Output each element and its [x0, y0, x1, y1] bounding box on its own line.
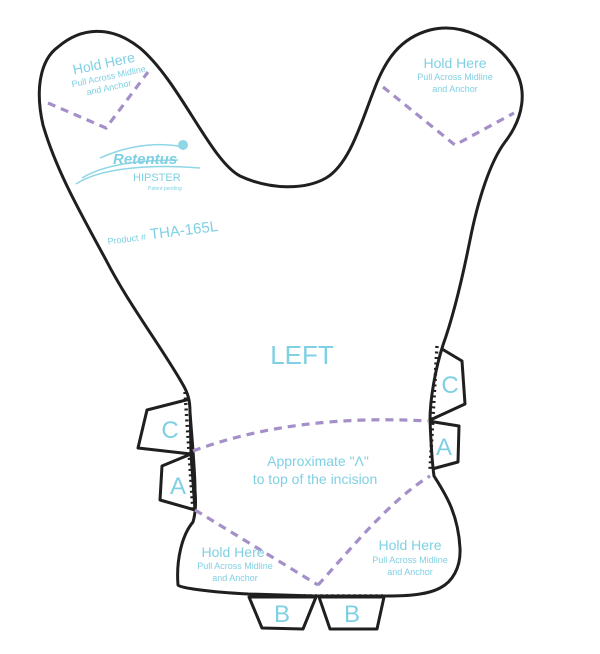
hold-label-top-right: Hold Here Pull Across Midline and Anchor	[417, 55, 493, 94]
hold-label-top-left: Hold Here Pull Across Midline and Anchor	[71, 49, 147, 98]
tab-left-c-letter: C	[161, 417, 178, 444]
logo-product-name: HIPSTER	[133, 172, 181, 184]
retentus-logo: Retentus HIPSTER Patent pending	[75, 140, 201, 192]
bottom-right-diagonal-dash	[316, 474, 431, 587]
instruction-line2: to top of the incision	[253, 471, 378, 487]
hold-line1: Pull Across Midline	[372, 555, 448, 565]
hold-line2: and Anchor	[212, 573, 258, 583]
side-label: LEFT	[270, 340, 334, 370]
hold-line2: and Anchor	[387, 567, 433, 577]
instruction-line1: Approximate "Λ"	[267, 453, 369, 469]
incision-arc-dash	[192, 418, 429, 453]
tab-left-a-letter: A	[170, 473, 186, 500]
tab-bottom-b-right-letter: B	[344, 601, 360, 628]
left-fold-line	[183, 391, 195, 513]
top-left-dash	[47, 71, 150, 130]
right-fold-line	[428, 345, 439, 471]
logo-swoosh-2	[81, 159, 179, 179]
logo-brand: Retentus	[113, 151, 177, 168]
hold-label-bottom-left: Hold Here Pull Across Midline and Anchor	[197, 544, 273, 583]
dressing-outline	[37, 26, 524, 598]
hold-title: Hold Here	[378, 537, 441, 553]
logo-tagline: Patent pending	[148, 186, 182, 192]
hold-title: Hold Here	[423, 55, 486, 71]
hold-line2: and Anchor	[432, 84, 478, 94]
hold-title: Hold Here	[201, 544, 264, 560]
hold-line1: Pull Across Midline	[197, 561, 273, 571]
logo-dot	[178, 140, 188, 150]
hold-line1: Pull Across Midline	[417, 72, 493, 82]
top-right-dash	[381, 85, 515, 147]
bottom-left-diagonal-dash	[194, 508, 319, 587]
product-prefix: Product #	[107, 232, 146, 247]
logo-swoosh-1	[75, 165, 201, 185]
tab-right-a-letter: A	[436, 434, 452, 461]
tab-bottom-b-left-letter: B	[274, 601, 290, 628]
hold-label-bottom-right: Hold Here Pull Across Midline and Anchor	[372, 537, 448, 577]
tab-right-c-letter: C	[441, 372, 458, 399]
